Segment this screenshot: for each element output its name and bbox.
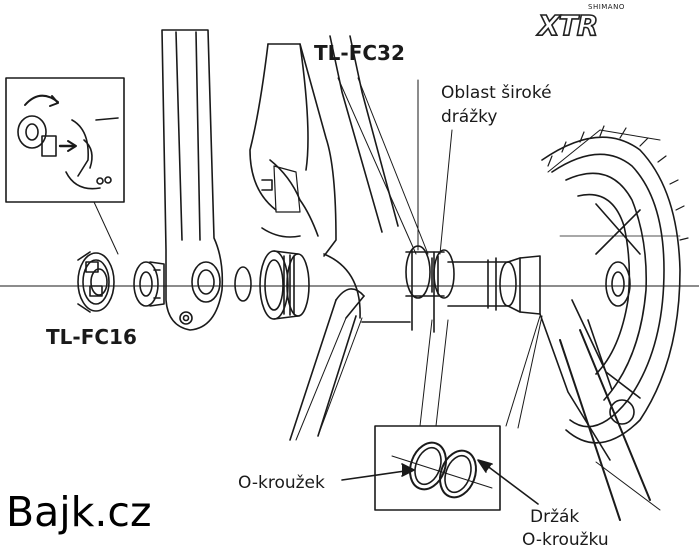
wide-groove-label-line2: drážky <box>441 107 498 127</box>
left-bb-cup <box>259 250 310 320</box>
holder-label-line1: Držák <box>530 507 580 527</box>
tool-fc32 <box>249 43 337 257</box>
crank-spindle <box>447 255 541 315</box>
leader-lines <box>295 77 543 441</box>
tool-fc16 <box>77 251 115 313</box>
chainring-assembly <box>539 125 689 521</box>
holder-arrow <box>477 459 539 505</box>
right-bb-cup <box>405 245 455 299</box>
spacer-ring <box>234 266 252 302</box>
watermark-background <box>0 483 197 553</box>
tool-fc16-label: TL-FC16 <box>46 325 137 349</box>
holder-label-line2: O-kroužku <box>522 530 609 550</box>
brand-small-text: SHIMANO <box>588 3 625 11</box>
fixing-bolt <box>133 261 165 307</box>
oring-detail-box <box>374 425 501 511</box>
tool-fc32-label: TL-FC32 <box>314 41 405 65</box>
brand-logo-text: XTR <box>537 8 599 43</box>
inset-detail <box>5 77 125 255</box>
wide-groove-label-line1: Oblast široké <box>441 83 552 103</box>
left-crank-arm <box>161 29 224 331</box>
oring-label: O-kroužek <box>238 473 325 493</box>
oring-arrow <box>341 463 415 481</box>
frame-shell <box>289 35 435 441</box>
watermark-text: Bajk.cz <box>6 488 152 536</box>
